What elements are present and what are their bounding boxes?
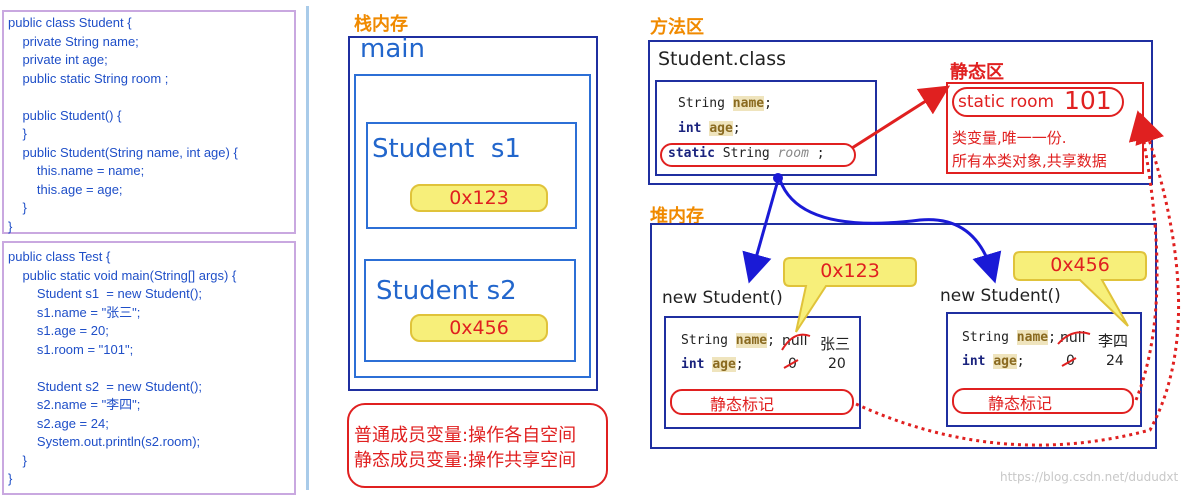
legend-box xyxy=(347,403,608,488)
static-room-oval xyxy=(952,87,1124,117)
test_code-code-line: s2.name = "李四"; xyxy=(8,397,141,412)
s1-variable-box xyxy=(366,122,577,229)
arrow-static-field-to-static-area xyxy=(851,85,951,150)
static-room-label: static room xyxy=(958,92,1055,112)
arrow-class-to-object2 xyxy=(778,179,1002,284)
object1-new-name: 张三 xyxy=(820,335,851,353)
student_code-code-line: this.age = age; xyxy=(8,181,123,197)
static-field-highlight xyxy=(660,143,856,167)
legend-line-1: 普通成员变量:操作各自空间 xyxy=(354,425,577,446)
watermark: https://blog.csdn.net/dududxt xyxy=(1000,470,1179,484)
test_code-code-line: } xyxy=(8,471,13,486)
object1-age-row: int age; xyxy=(681,357,744,372)
heap-memory-box xyxy=(650,223,1157,449)
s1-address-badge: 0x123 xyxy=(410,184,548,212)
student_code-code-line: } xyxy=(8,200,27,215)
main-frame-box xyxy=(354,74,591,378)
test_code-code-line: public static void main(String[] args) { xyxy=(8,267,237,283)
object2-static-tag-oval xyxy=(952,388,1134,414)
object2-address-text: 0x456 xyxy=(1050,254,1110,276)
static-room-value: 101 xyxy=(1064,86,1112,115)
object2-name-row: String name; xyxy=(962,330,1056,345)
object2-new-age: 24 xyxy=(1106,353,1124,369)
object2-label: new Student() xyxy=(940,286,1061,306)
student_code-code-line: public static String room ; xyxy=(8,70,169,86)
heap-title: 堆内存 xyxy=(650,206,704,227)
object2-old-name: null xyxy=(1060,330,1086,346)
student_code-code-line: public Student() { xyxy=(8,107,122,123)
object1-null-strike xyxy=(781,333,811,351)
divider-line xyxy=(306,6,309,490)
test_code-code-line: Student s1 = new Student(); xyxy=(8,286,203,301)
object2-box xyxy=(946,312,1142,427)
field-name-row: String name; xyxy=(678,96,772,111)
static-area-desc-2: 所有本类对象,共享数据 xyxy=(952,152,1107,170)
object1-name-row: String name; xyxy=(681,333,775,348)
test_code-code-line: s1.room = "101"; xyxy=(8,341,134,357)
field-age-row: int age; xyxy=(678,121,741,136)
s2-address-badge: 0x456 xyxy=(410,314,548,342)
object1-address-text: 0x123 xyxy=(820,260,880,282)
object2-age-row: int age; xyxy=(962,354,1025,369)
s2-variable-label: Student s2 xyxy=(376,276,517,306)
test_code-code-line: } xyxy=(8,452,27,468)
test_code-code-line: System.out.println(s2.room); xyxy=(8,434,201,449)
field-room-row: static String room ; xyxy=(668,146,825,161)
object1-address-callout xyxy=(783,257,917,333)
static-area-desc-1: 类变量,唯一一份. xyxy=(952,129,1067,147)
arrow-class-to-object1 xyxy=(742,179,780,284)
arrow-object2-tag-to-static-room xyxy=(1128,110,1159,401)
main-frame-label: main xyxy=(360,34,425,64)
object1-box xyxy=(664,316,861,429)
static-area-title: 静态区 xyxy=(950,62,1004,83)
class-name: Student.class xyxy=(658,48,786,70)
object1-old-name: null xyxy=(782,333,808,349)
object1-static-tag: 静态标记 xyxy=(710,395,775,414)
student_code-code-line: public Student(String name, int age) { xyxy=(8,144,238,160)
object2-static-tag: 静态标记 xyxy=(988,394,1053,413)
object2-null-strike xyxy=(1057,331,1091,345)
object2-zero-strike xyxy=(1061,357,1077,367)
student_code-code-line: private String name; xyxy=(8,33,139,49)
object1-label: new Student() xyxy=(662,288,783,308)
object2-address-callout xyxy=(1013,251,1147,327)
test_code-code-line: s2.age = 24; xyxy=(8,415,109,431)
student_code-code-line: private int age; xyxy=(8,52,108,67)
test_code-code-line: s1.name = "张三"; xyxy=(8,304,141,320)
arrow-object1-tag-to-static-room xyxy=(855,112,1180,447)
test_code-code-line: public class Test { xyxy=(8,249,111,264)
object1-new-age: 20 xyxy=(828,356,846,372)
s1-variable-label: Student s1 xyxy=(372,134,521,164)
student-class-code-panel xyxy=(2,10,296,234)
class-fields-box xyxy=(655,80,877,176)
test-class-code-panel xyxy=(2,241,296,495)
object1-static-tag-oval xyxy=(670,389,854,415)
stack-title: 栈内存 xyxy=(354,14,408,35)
student_code-code-line: } xyxy=(8,126,27,141)
legend-line-2: 静态成员变量:操作共享空间 xyxy=(354,450,577,471)
test_code-code-line: s1.age = 20; xyxy=(8,323,109,338)
s2-variable-box xyxy=(364,259,576,362)
object1-zero-strike xyxy=(783,359,799,369)
test_code-code-line: Student s2 = new Student(); xyxy=(8,378,203,394)
student_code-code-line: this.name = name; xyxy=(8,163,145,178)
student_code-code-line: } xyxy=(8,218,13,234)
method-area-title: 方法区 xyxy=(650,17,704,38)
student_code-code-line: public class Student { xyxy=(8,15,132,30)
object2-new-name: 李四 xyxy=(1098,332,1129,350)
stack-memory-box xyxy=(348,36,598,391)
